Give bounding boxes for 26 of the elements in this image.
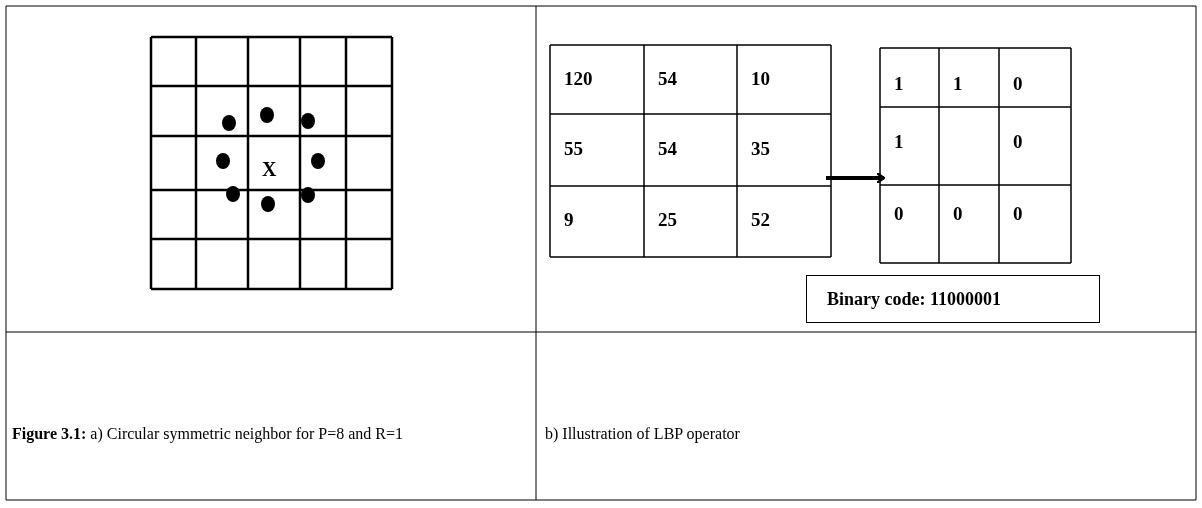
binary-value: 0 [894,203,904,225]
pixel-value: 25 [658,209,677,231]
pixel-value: 54 [658,138,677,160]
binary-value: 1 [953,73,963,95]
binary-value: 1 [894,73,904,95]
pixel-value: 54 [658,68,677,90]
figure-caption: Figure 3.1: a) Circular symmetric neighbor for P=8 and R=1 [12,424,404,443]
pixel-value: 35 [751,138,770,160]
neighbor-grid [151,37,392,289]
binary-value: 0 [953,203,963,225]
binary-matrix [880,48,1071,263]
pixel-value: 120 [564,68,593,90]
pixel-value: 10 [751,68,770,90]
binary-value: 0 [1013,203,1023,225]
pixel-matrix [550,45,831,257]
binary-value: 1 [894,131,904,153]
binary-value: 0 [1013,131,1023,153]
binary-value: 0 [1013,73,1023,95]
binary-code-box [806,275,1100,323]
center-pixel-mark: X [262,158,277,180]
arrow [826,172,886,184]
pixel-value: 55 [564,138,583,160]
binary-code-text: Binary code: 11000001 [827,288,1001,310]
figure-caption: b) Illustration of LBP operator [545,424,741,443]
pixel-value: 9 [564,209,574,231]
pixel-value: 52 [751,209,770,231]
